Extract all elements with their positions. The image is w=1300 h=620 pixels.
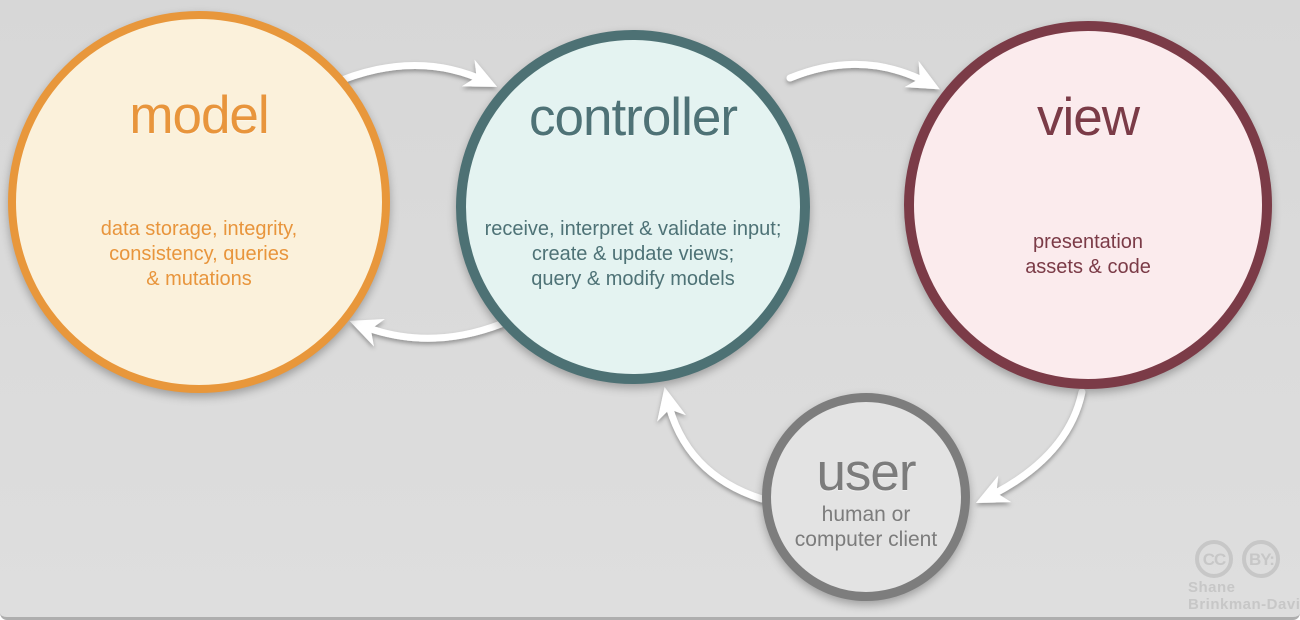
author-name-line1: Shane xyxy=(1188,579,1236,596)
desc-line: consistency, queries xyxy=(109,243,289,265)
node-user-label: user xyxy=(816,443,916,502)
arrow-user-to-controller xyxy=(657,387,766,503)
license-attribution: CC BY: Shane Brinkman-Davis xyxy=(1188,540,1300,611)
node-controller-description: receive, interpret & validate input; cre… xyxy=(466,217,800,292)
node-model-description: data storage, integrity, consistency, qu… xyxy=(16,217,382,292)
node-view-description: presentation assets & code xyxy=(914,230,1262,280)
desc-line: data storage, integrity, xyxy=(100,218,298,240)
arrow-controller-to-view xyxy=(786,60,940,90)
arrow-controller-to-model xyxy=(349,318,505,347)
desc-line: receive, interpret & validate input; xyxy=(484,218,782,240)
node-user-description: human or computer client xyxy=(771,502,961,552)
arrow-model-to-controller xyxy=(338,59,498,87)
node-controller: controller receive, interpret & validate… xyxy=(456,30,810,384)
cc-icon: CC xyxy=(1195,540,1233,578)
cc-by-badges: CC BY: xyxy=(1195,540,1300,578)
node-controller-label: controller xyxy=(529,88,738,147)
cc-by-icon: BY: xyxy=(1242,540,1281,578)
arrow-view-to-user xyxy=(975,388,1086,503)
desc-line: presentation xyxy=(1032,231,1144,253)
node-view: view presentation assets & code xyxy=(904,21,1272,389)
desc-line: computer client xyxy=(794,528,938,551)
desc-line: human or xyxy=(821,503,911,526)
node-user: user human or computer client xyxy=(762,393,970,601)
node-model: model data storage, integrity, consisten… xyxy=(8,11,390,393)
author-name-line2: Brinkman-Davis xyxy=(1188,595,1300,613)
node-model-label: model xyxy=(129,86,269,145)
desc-line: query & modify models xyxy=(531,268,735,290)
desc-line: & mutations xyxy=(146,268,252,290)
desc-line: create & update views; xyxy=(531,243,735,265)
desc-line: assets & code xyxy=(1025,256,1151,278)
node-view-label: view xyxy=(1036,88,1140,147)
